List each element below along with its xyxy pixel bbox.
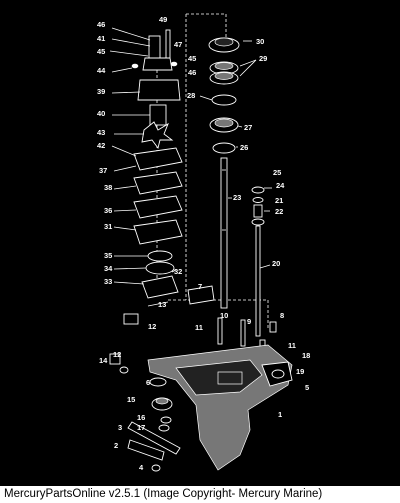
copyright-footer: MercuryPartsOnline v2.5.1 (Image Copyrig… [0, 486, 400, 503]
water-pump-stack [131, 29, 183, 299]
callout-label: 40 [97, 109, 105, 118]
callout-label: 31 [104, 222, 112, 231]
callout-label: 12 [148, 322, 156, 331]
callout-label: 45 [188, 54, 196, 63]
exploded-parts-diagram: 49 46 41 47 45 45 44 46 39 40 43 42 37 3… [97, 13, 310, 472]
callout-label: 45 [97, 47, 105, 56]
callout-label: 17 [137, 423, 145, 432]
pinion-gear-parts [127, 377, 181, 472]
callout-label: 23 [233, 193, 241, 202]
callout-label: 19 [296, 367, 304, 376]
callout-label: 41 [97, 34, 105, 43]
callout-label: 29 [259, 54, 267, 63]
callout-label: 9 [247, 317, 251, 326]
leader-lines [109, 27, 272, 285]
callout-label: 20 [272, 259, 280, 268]
callout-label: 30 [256, 37, 264, 46]
callout-label: 7 [198, 282, 202, 291]
callout-label: 47 [174, 40, 182, 49]
callout-labels: 49 46 41 47 45 45 44 46 39 40 43 42 37 3… [97, 15, 310, 472]
callout-label: 33 [104, 277, 112, 286]
callout-label: 27 [244, 123, 252, 132]
callout-label: 44 [97, 66, 106, 75]
callout-label: 39 [97, 87, 105, 96]
shift-shaft [251, 186, 265, 337]
callout-label: 2 [114, 441, 118, 450]
callout-label: 3 [118, 423, 122, 432]
drive-shaft-bearing-stack [208, 37, 240, 154]
gearcase-housing [147, 344, 293, 471]
callout-label: 15 [127, 395, 135, 404]
callout-label: 1 [278, 410, 282, 419]
callout-label: 46 [188, 68, 196, 77]
callout-label: 24 [276, 181, 285, 190]
callout-label: 36 [104, 206, 112, 215]
callout-label: 13 [158, 300, 166, 309]
callout-label: 35 [104, 251, 112, 260]
callout-label: 42 [97, 141, 105, 150]
callout-label: 38 [104, 183, 112, 192]
callout-label: 28 [187, 91, 195, 100]
callout-label: 37 [99, 166, 107, 175]
callout-label: 11 [288, 341, 296, 350]
callout-label: 34 [104, 264, 113, 273]
callout-label: 26 [240, 143, 248, 152]
drive-shaft [220, 157, 228, 309]
callout-label: 43 [97, 128, 105, 137]
callout-label: 8 [280, 311, 284, 320]
callout-label: 14 [99, 356, 108, 365]
callout-label: 16 [137, 413, 145, 422]
callout-label: 22 [275, 207, 283, 216]
callout-label: 18 [302, 351, 310, 360]
callout-label: 11 [195, 323, 203, 332]
callout-label: 21 [275, 196, 283, 205]
callout-label: 4 [139, 463, 144, 472]
callout-label: 25 [273, 168, 281, 177]
callout-label: 10 [220, 311, 228, 320]
callout-label: 12 [113, 350, 121, 359]
callout-label: 5 [305, 383, 309, 392]
callout-label: 6 [146, 378, 150, 387]
callout-label: 46 [97, 20, 105, 29]
callout-label: 32 [174, 267, 182, 276]
callout-label: 49 [159, 15, 167, 24]
